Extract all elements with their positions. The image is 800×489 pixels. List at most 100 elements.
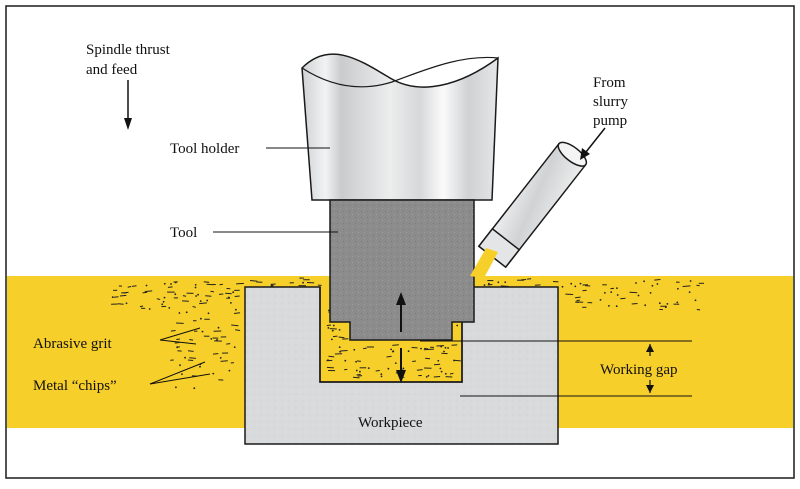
grit-particle xyxy=(168,307,170,309)
metal-chip xyxy=(207,284,214,285)
grit-particle xyxy=(600,299,602,301)
grit-particle xyxy=(689,291,691,293)
grit-particle xyxy=(344,360,346,362)
metal-chip xyxy=(189,340,193,341)
grit-particle xyxy=(353,349,355,351)
metal-chip xyxy=(488,285,493,286)
grit-particle xyxy=(179,364,181,366)
grit-particle xyxy=(635,282,637,284)
metal-chip xyxy=(577,300,580,301)
grit-particle xyxy=(181,373,183,375)
grit-particle xyxy=(126,302,128,304)
grit-particle xyxy=(332,330,334,332)
working-gap-label: Working gap xyxy=(600,362,678,378)
from-label-line3: pump xyxy=(593,113,627,129)
grit-particle xyxy=(574,286,576,288)
grit-particle xyxy=(232,291,234,293)
grit-particle xyxy=(161,303,163,305)
grit-particle xyxy=(608,305,610,307)
grit-particle xyxy=(657,283,659,285)
grit-particle xyxy=(200,300,202,302)
metal-chip xyxy=(353,377,360,378)
metal-chip xyxy=(333,336,337,337)
grit-particle xyxy=(195,284,197,286)
metal-chip xyxy=(417,370,423,371)
grit-particle xyxy=(652,285,654,287)
grit-particle xyxy=(420,348,422,350)
metal-chip xyxy=(118,304,124,305)
grit-particle xyxy=(440,368,442,370)
grit-particle xyxy=(112,296,114,298)
metal-chip xyxy=(358,376,363,377)
grit-particle xyxy=(235,309,237,311)
metal-chip xyxy=(143,292,148,293)
metal-chip xyxy=(683,286,691,287)
grit-particle xyxy=(643,280,645,282)
metal-chip xyxy=(392,345,399,346)
grit-particle xyxy=(676,302,678,304)
metal-chips-label: Metal “chips” xyxy=(33,378,117,394)
grit-particle xyxy=(184,357,186,359)
metal-chip xyxy=(340,351,347,352)
grit-particle xyxy=(302,282,304,284)
grit-particle xyxy=(617,294,619,296)
grit-particle xyxy=(208,312,210,314)
grit-particle xyxy=(199,366,201,368)
grit-particle xyxy=(271,285,273,287)
spindle-label-line1: Spindle thrust xyxy=(86,42,171,58)
grit-particle xyxy=(174,293,176,295)
metal-chip xyxy=(632,304,638,305)
from-label-line2: slurry xyxy=(593,94,628,110)
metal-chip xyxy=(226,344,230,345)
grit-particle xyxy=(220,357,222,359)
metal-chip xyxy=(188,351,194,352)
metal-chip xyxy=(339,337,345,338)
tool-holder-label: Tool holder xyxy=(170,141,239,157)
grit-particle xyxy=(453,360,455,362)
grit-particle xyxy=(616,305,618,307)
metal-chip xyxy=(221,361,228,362)
metal-chip xyxy=(424,348,428,349)
metal-chip xyxy=(211,291,214,292)
metal-chip xyxy=(176,339,180,340)
grit-particle xyxy=(441,371,443,373)
metal-chip xyxy=(132,286,137,287)
grit-particle xyxy=(193,387,195,389)
grit-particle xyxy=(381,376,383,378)
grit-particle xyxy=(650,292,652,294)
grit-particle xyxy=(580,283,582,285)
metal-chip xyxy=(236,283,244,284)
grit-particle xyxy=(197,294,199,296)
tool-label: Tool xyxy=(170,225,197,241)
grit-particle xyxy=(339,346,341,348)
grit-particle xyxy=(339,329,341,331)
grit-particle xyxy=(195,295,197,297)
grit-particle xyxy=(403,368,405,370)
metal-chip xyxy=(357,374,361,375)
metal-chip xyxy=(434,364,440,365)
grit-particle xyxy=(230,302,232,304)
grit-particle xyxy=(388,368,390,370)
grit-particle xyxy=(163,301,165,303)
metal-chip xyxy=(205,296,211,297)
metal-chip xyxy=(171,331,176,332)
metal-chip xyxy=(199,303,207,304)
grit-particle xyxy=(443,351,445,353)
grit-particle xyxy=(428,375,430,377)
metal-chip xyxy=(620,298,625,299)
grit-particle xyxy=(202,331,204,333)
metal-chip xyxy=(450,373,453,374)
grit-particle xyxy=(638,295,640,297)
metal-chip xyxy=(387,356,392,357)
grit-particle xyxy=(229,370,231,372)
metal-chip xyxy=(183,296,186,297)
metal-chip xyxy=(412,361,416,362)
grit-particle xyxy=(218,327,220,329)
metal-chip xyxy=(654,280,660,281)
metal-chip xyxy=(213,354,218,355)
grit-particle xyxy=(445,373,447,375)
metal-chip xyxy=(357,361,361,362)
abrasive-grit-label: Abrasive grit xyxy=(33,336,113,352)
metal-chip xyxy=(235,330,240,331)
